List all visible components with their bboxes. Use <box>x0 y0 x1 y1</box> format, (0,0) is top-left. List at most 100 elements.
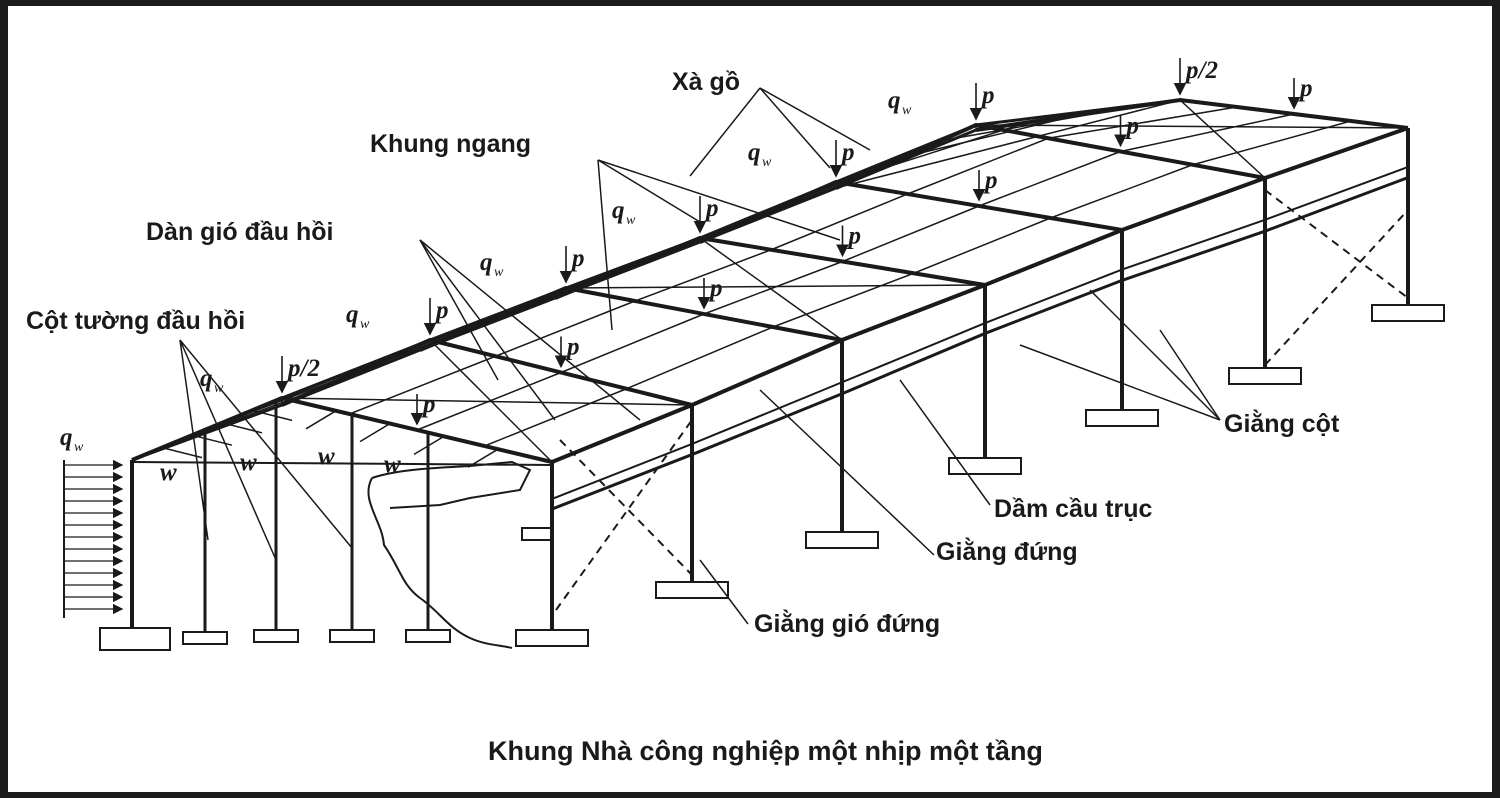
leader-line <box>597 159 613 331</box>
vertical-bracing <box>555 419 693 611</box>
leader-line <box>689 87 761 177</box>
roof-bracing <box>835 99 1181 189</box>
wind-truss-member <box>251 409 293 422</box>
gable-column-footing <box>329 629 375 643</box>
load-label-p: p <box>980 82 995 109</box>
load-label-q-sub: w <box>360 317 370 332</box>
leader-line <box>1089 289 1221 421</box>
column-footing <box>1085 409 1159 427</box>
roof-bracing <box>565 284 986 289</box>
load-label-q-sub: w <box>626 213 636 228</box>
leader-line <box>759 389 935 556</box>
leader-line <box>419 239 556 421</box>
load-label-q-sub: w <box>74 440 84 455</box>
load-label-w: w <box>240 449 257 476</box>
leader-line <box>179 339 209 541</box>
label-giang-dung: Giằng đứng <box>936 536 1078 566</box>
purlin <box>349 106 1238 415</box>
vertical-bracing <box>1264 209 1409 366</box>
load-label-p: p <box>708 275 723 302</box>
label-giang-gio-dung: Giằng gió đứng <box>754 608 940 638</box>
label-khung-ngang: Khung ngang <box>370 130 531 158</box>
roof-bracing <box>1179 99 1266 179</box>
label-giang-cot: Giằng cột <box>1224 408 1340 438</box>
steel-frame-structure <box>99 97 1445 651</box>
load-label-p: p <box>840 139 855 166</box>
load-label-p: p <box>421 391 436 418</box>
leader-line <box>179 339 277 561</box>
load-label-p: p <box>1298 75 1313 102</box>
roof-bracing <box>429 339 553 463</box>
load-label-w: w <box>318 443 335 470</box>
corner-footing <box>99 627 171 651</box>
vertical-bracing <box>1264 189 1409 299</box>
gable-column-footing <box>182 631 228 645</box>
leader-lines <box>179 87 1221 625</box>
leader-line <box>597 159 841 241</box>
column-footing <box>1228 367 1302 385</box>
load-label-p: p <box>983 167 998 194</box>
roof-bracing <box>281 397 693 406</box>
load-label-p: p <box>570 245 585 272</box>
roof-bracing <box>131 339 431 461</box>
load-label-q: q <box>346 301 359 328</box>
column-footing <box>805 531 879 549</box>
column-footing <box>655 581 729 599</box>
leader-line <box>1159 329 1221 421</box>
load-label-q: q <box>200 365 213 392</box>
diagram-frame <box>8 6 1492 792</box>
load-label-q-sub: w <box>902 103 912 118</box>
purlin <box>206 114 1079 430</box>
label-cot-tuong-dau-hoi: Cột tường đầu hồi <box>26 307 245 335</box>
purlin <box>416 113 1295 431</box>
leader-line <box>179 339 353 549</box>
load-label-q: q <box>60 424 73 451</box>
load-label-p: p <box>1125 113 1140 140</box>
load-label-q-sub: w <box>214 381 224 396</box>
leader-line <box>597 159 701 223</box>
label-dam-cau-truc: Dầm cầu trục <box>994 495 1152 523</box>
wind-truss-member <box>161 446 203 459</box>
label-dan-gio-dau-hoi: Dàn gió đầu hồi <box>146 218 334 246</box>
gable-column-footing <box>253 629 299 643</box>
load-label-w: w <box>160 459 177 486</box>
wind-truss-member <box>305 410 337 430</box>
leader-line <box>759 87 831 169</box>
load-label-q-sub: w <box>762 155 772 170</box>
load-label-p: p <box>704 195 719 222</box>
crane-beam-top <box>551 166 1409 500</box>
load-label-p: p/2 <box>1184 57 1218 84</box>
diagram-caption: Khung Nhà công nghiệp một nhịp một tầng <box>488 736 1043 766</box>
leader-line <box>419 239 499 381</box>
column-footing <box>948 457 1022 475</box>
gable-column-footing <box>405 629 451 643</box>
leader-line <box>699 559 749 625</box>
leader-line <box>759 87 871 151</box>
roof-bracing <box>699 237 843 341</box>
load-label-p: p <box>434 297 449 324</box>
purlin <box>169 121 1028 446</box>
roof-bracing <box>975 124 1409 129</box>
vertical-bracing <box>559 439 693 576</box>
label-xa-go: Xà gồ <box>672 68 740 96</box>
load-label-q: q <box>612 197 625 224</box>
leader-line <box>899 379 991 506</box>
purlin <box>484 120 1352 447</box>
cutaway-outline <box>367 460 532 649</box>
roof-bracing <box>554 287 567 299</box>
crane-rail-block <box>521 527 553 541</box>
column-footing <box>1371 304 1445 322</box>
load-label-q-sub: w <box>494 265 504 280</box>
crane-beam <box>551 176 1409 511</box>
load-label-p: p/2 <box>286 355 320 382</box>
leader-line <box>419 239 641 421</box>
load-label-p: p <box>565 334 580 361</box>
load-label-p: p <box>847 223 862 250</box>
column-footing <box>515 629 589 647</box>
leader-line <box>1019 344 1221 421</box>
load-label-q: q <box>748 139 761 166</box>
wind-truss-member <box>359 422 391 443</box>
load-label-q: q <box>888 87 901 114</box>
